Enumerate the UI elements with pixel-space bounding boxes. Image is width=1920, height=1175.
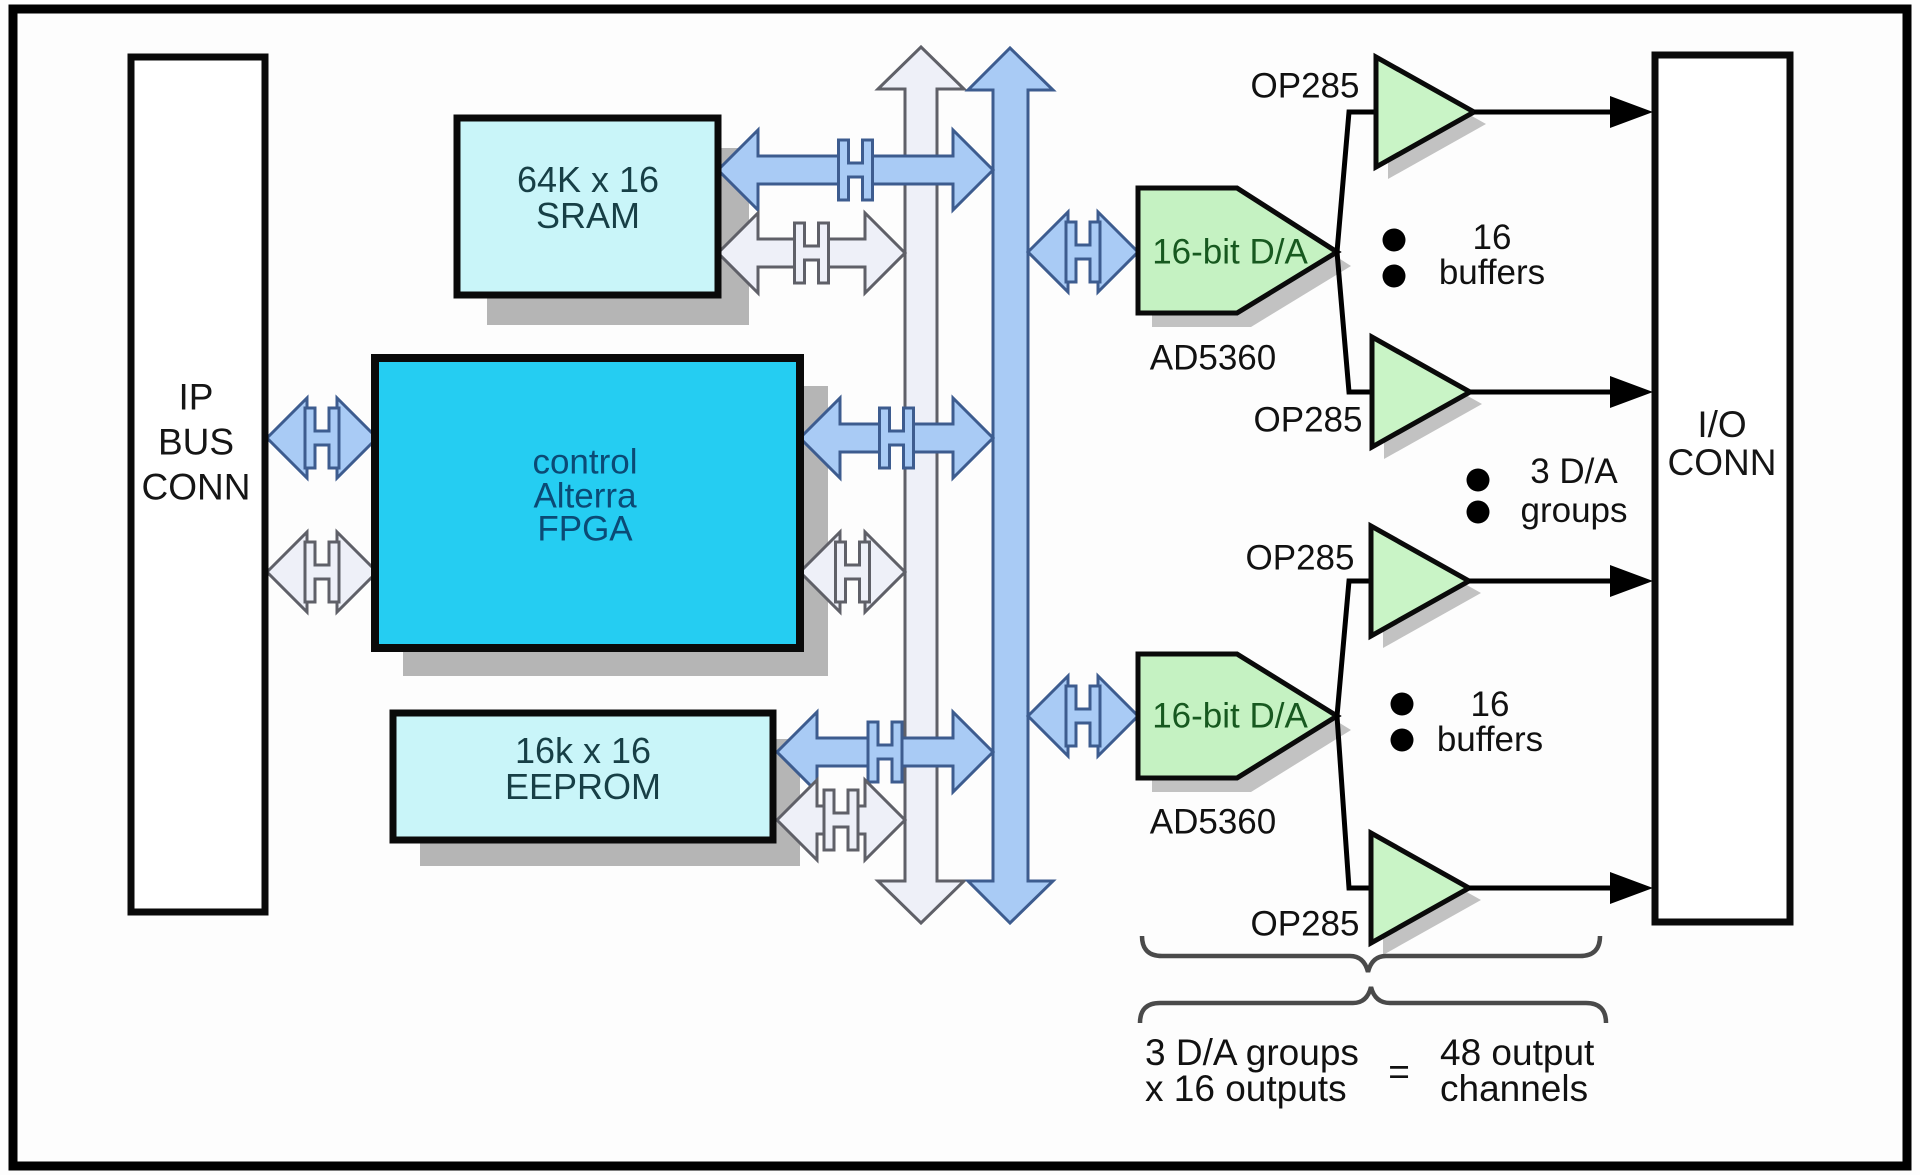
upper-brace [1139,935,1603,973]
dac1-part-label: AD5360 [1149,338,1277,378]
dac1-pentagon [1135,185,1342,316]
ipbus-fpga-white-arrow [264,528,380,616]
dac1-label: 16-bit D/A [1152,232,1308,272]
vertical-bus-blue [964,45,1057,926]
dac2-amp3-line [1334,578,1371,717]
fpga-box [371,354,804,652]
lower-brace [1137,986,1609,1024]
amp4-output-arrow [1469,872,1653,904]
buffers1-dot-1 [1382,228,1406,252]
da-groups-note: 3 D/A groups [1520,451,1628,530]
bus-dac1-blue-arrow [1025,208,1141,296]
sram-bus-blue-arrow [715,126,996,214]
amp1-label: OP285 [1250,66,1360,106]
fpga-bus-white-arrow [797,528,908,616]
eeprom-label: 16k x 16 EEPROM [504,730,662,807]
eeprom-box [389,709,777,844]
amp4-label: OP285 [1250,904,1360,944]
ip-bus-conn-box [127,53,269,916]
fpga-bus-blue-arrow [797,394,996,482]
amp2-triangle [1369,332,1476,452]
sram-bus-white-arrow [715,209,908,297]
groups-dot-1 [1466,468,1490,492]
equation-left: 3 D/A groups x 16 outputs [1145,1031,1359,1109]
dac2-part-label: AD5360 [1149,802,1277,842]
amp1-triangle [1373,52,1480,172]
buffers2-dot-1 [1390,692,1414,716]
vertical-bus-white [874,44,968,926]
eeprom-bus-blue-arrow [774,708,996,796]
eeprom-bus-white-arrow [774,776,908,864]
amp3-triangle [1368,521,1475,641]
diagram-frame [8,4,1912,1171]
equation-equals: = [1388,1050,1410,1092]
io-conn-box [1651,51,1794,926]
sram-box [453,114,722,299]
buffers2-dot-2 [1390,728,1414,752]
amp2-output-arrow [1470,376,1653,408]
amp3-label: OP285 [1245,538,1355,578]
buffers-note-2: 16 buffers [1436,685,1544,759]
amp4-triangle [1368,828,1475,948]
io-conn-label: I/O CONN [1667,403,1777,483]
dac1-amp1-line [1334,109,1376,253]
buffers1-dot-2 [1382,264,1406,288]
dac2-pentagon [1135,651,1342,781]
sram-label: 64K x 16 SRAM [516,159,660,236]
buffers-note-1: 16 buffers [1438,218,1546,292]
fpga-label: control Alterra FPGA [532,442,638,549]
equation-right: 48 output channels [1440,1031,1595,1109]
dac1-amp2-line [1334,251,1372,395]
groups-dot-2 [1466,500,1490,524]
ipbus-fpga-blue-arrow [264,394,380,482]
amp3-output-arrow [1469,565,1653,597]
ip-bus-conn-label: IP BUS CONN [141,376,251,508]
amp2-label: OP285 [1253,400,1363,440]
amp1-output-arrow [1474,96,1653,128]
dac2-amp4-line [1334,715,1371,891]
dac2-label: 16-bit D/A [1152,696,1308,736]
bus-dac2-blue-arrow [1025,672,1141,760]
